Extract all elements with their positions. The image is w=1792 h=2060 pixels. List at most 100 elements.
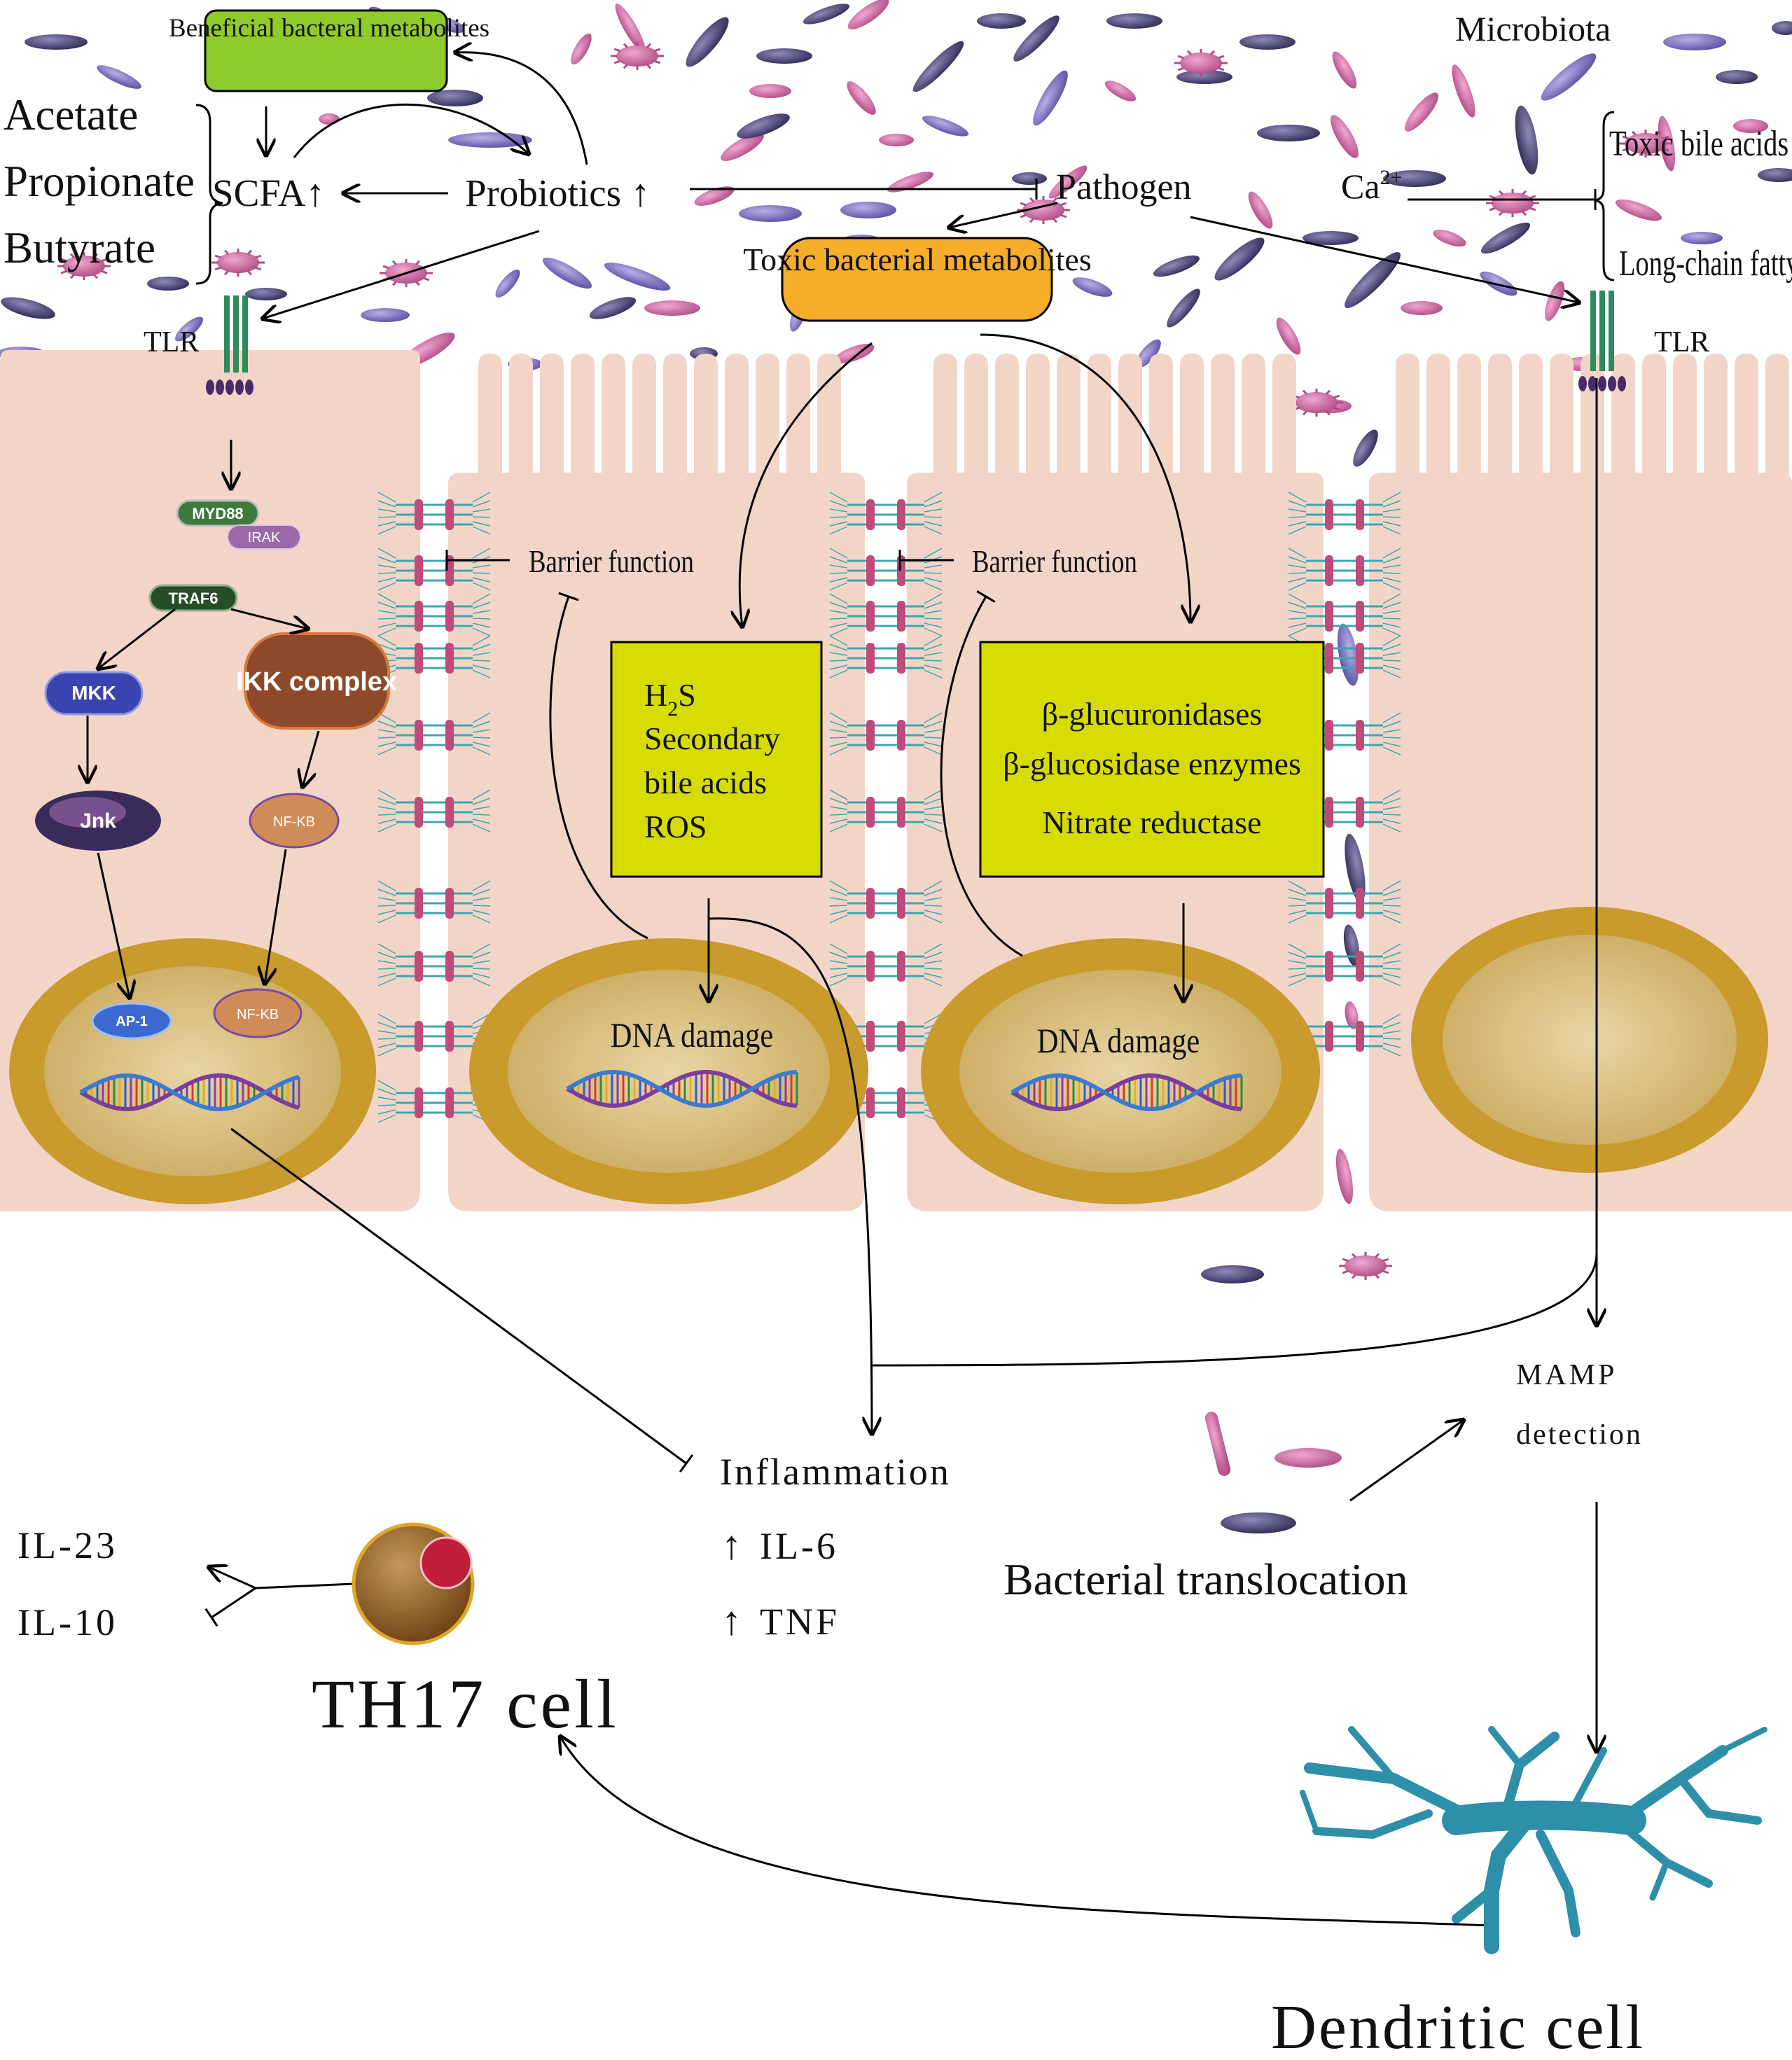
- microvillus: [1118, 354, 1142, 490]
- svg-text:MYD88: MYD88: [192, 505, 243, 522]
- ap1-node: AP-1: [91, 1002, 172, 1040]
- scfa-propionate: Propionate: [4, 157, 195, 206]
- bacterium: [1048, 165, 1088, 199]
- bacterium: [879, 134, 914, 146]
- svg-text:NF-KB: NF-KB: [237, 1007, 279, 1022]
- tlr-receptor-left: [206, 295, 253, 395]
- microvillus: [1765, 354, 1789, 490]
- junction-strand: [377, 712, 491, 756]
- microvillus: [1581, 354, 1604, 490]
- bacterium: [1331, 115, 1359, 158]
- microvillus: [6, 354, 29, 490]
- junction-strand: [829, 492, 943, 535]
- microvillus: [1704, 354, 1728, 490]
- bacterium: [604, 263, 671, 291]
- microvillus: [67, 354, 91, 490]
- bacterium: [1248, 191, 1273, 229]
- svg-text:TRAF6: TRAF6: [169, 590, 218, 607]
- junction-strand: [829, 789, 943, 833]
- microvillus: [1272, 354, 1296, 490]
- calcium-label: Ca2+: [1341, 166, 1402, 206]
- bacterium: [1615, 199, 1662, 221]
- bacterium: [1033, 70, 1068, 126]
- svg-text:AP-1: AP-1: [116, 1014, 148, 1029]
- microvillus: [964, 354, 988, 490]
- microvillus: [160, 354, 183, 490]
- bacterium: [1663, 34, 1726, 50]
- enzymes-box: [979, 641, 1325, 878]
- th17-cell-icon: [352, 1522, 475, 1645]
- bacterium: [977, 13, 1026, 29]
- junction-strand: [829, 635, 943, 678]
- microvillus: [933, 354, 957, 490]
- bacterium: [174, 316, 204, 342]
- bacterium: [571, 33, 592, 65]
- microvillus: [694, 354, 718, 490]
- dna-helix: [566, 1070, 798, 1108]
- microvillus: [1180, 354, 1204, 490]
- bacterium: [840, 202, 896, 218]
- microvillus: [756, 354, 779, 490]
- bacterium: [1167, 288, 1200, 328]
- h2s-label: H2S: [644, 677, 696, 721]
- il6-arrow: ↑: [721, 1522, 742, 1568]
- ros-label: ROS: [644, 809, 707, 844]
- spiked-bacterium: [211, 249, 265, 277]
- junction-strand: [377, 492, 491, 535]
- junction-strand: [1288, 492, 1401, 535]
- bacterium: [1012, 172, 1047, 185]
- microvillus: [129, 354, 153, 490]
- long-chain-fatty-label: Long-chain fatty: [1619, 242, 1792, 283]
- microvillus: [1735, 354, 1758, 490]
- spiked-bacterium: [1339, 1252, 1392, 1280]
- bacterium: [25, 34, 88, 50]
- bacterium: [1153, 255, 1200, 277]
- bacterium: [1201, 1265, 1264, 1283]
- microvillus: [632, 354, 656, 490]
- microvillus: [1457, 354, 1481, 490]
- bacterium: [542, 257, 592, 289]
- junction-strand: [377, 789, 491, 833]
- th17-label: TH17 cell: [312, 1665, 619, 1743]
- svg-text:MKK: MKK: [71, 682, 116, 704]
- junction-strand: [377, 593, 491, 636]
- bacterium: [1257, 125, 1320, 141]
- microvillus: [478, 354, 502, 490]
- il6-label: IL-6: [760, 1525, 838, 1567]
- bacterium: [1480, 271, 1517, 296]
- spiked-bacterium: [57, 252, 111, 280]
- bacterium: [1214, 237, 1265, 281]
- bacterium: [615, 4, 646, 53]
- bacterium: [1716, 70, 1758, 84]
- spiked-bacterium: [1619, 130, 1672, 158]
- nfkb-nucleus-node: NF-KB: [213, 988, 303, 1038]
- bacterium: [1433, 229, 1466, 247]
- bacterium: [1276, 317, 1301, 355]
- probiotics-label: Probiotics ↑: [465, 172, 650, 214]
- junction-strand: [829, 593, 943, 636]
- bacterium: [1401, 301, 1443, 315]
- junction-strand: [829, 548, 943, 591]
- tlr-receptor-right: [1578, 291, 1626, 391]
- junction-strand: [829, 712, 943, 756]
- bacterium: [1404, 92, 1439, 132]
- bacterium: [721, 133, 764, 161]
- bacterium: [1758, 168, 1792, 182]
- bacterium: [1772, 21, 1792, 35]
- junction-strand: [377, 943, 491, 987]
- microvillus: [1211, 354, 1235, 490]
- microvillus: [817, 354, 841, 490]
- microvillus: [1242, 354, 1265, 490]
- bacterium: [749, 84, 791, 98]
- junction-strand: [1288, 880, 1401, 924]
- svg-text:IRAK: IRAK: [248, 530, 281, 545]
- barrier-function-1: Barrier function: [529, 544, 694, 580]
- microbiota-label: Microbiota: [1455, 9, 1611, 48]
- scfa-acetate: Acetate: [4, 90, 138, 139]
- dna-damage-2: DNA damage: [1037, 1022, 1200, 1061]
- bacterium: [97, 65, 141, 89]
- spiked-bacterium: [1486, 189, 1539, 217]
- toxic-bile-acids-label: Toxic bile acids: [1609, 123, 1788, 164]
- microvillus: [509, 354, 533, 490]
- bacterium: [1335, 1148, 1354, 1204]
